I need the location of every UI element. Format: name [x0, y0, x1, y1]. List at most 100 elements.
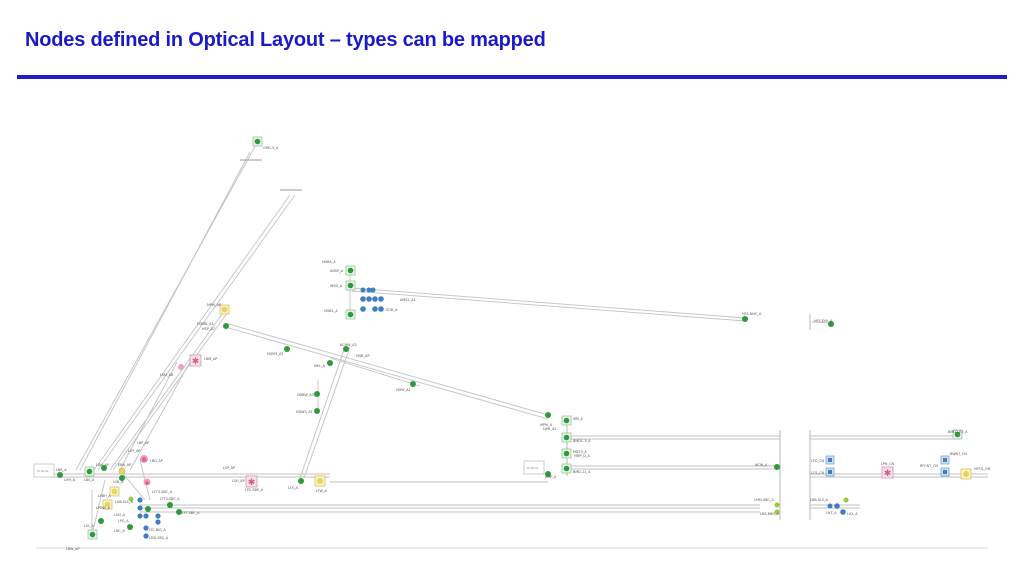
slide-title: Nodes defined in Optical Layout – types … — [25, 29, 546, 51]
amplifier-node — [143, 533, 149, 539]
node-label: LDK-SLS_A — [115, 500, 133, 504]
fiber-link — [91, 479, 106, 536]
fiber-link — [224, 322, 549, 416]
misc-labels: AMS2_A1 SDD_A HDB_AP HMP_D_A LFD_CN LCS_… — [64, 298, 991, 551]
roadm-nodes: GMC-5_A HDB4_A ADSP_A WSD_A HDB2_A HDMB_… — [56, 136, 968, 540]
roadm-node — [327, 360, 333, 366]
node-label: HDW3_A1 — [296, 410, 313, 414]
roadm-node: BMD-11_A — [561, 463, 591, 474]
fiber-link — [329, 357, 421, 387]
roadm-node: LBS_A — [84, 466, 95, 482]
svg-text:✱: ✱ — [144, 480, 149, 487]
fiber-link — [75, 142, 258, 471]
roadm-node — [167, 502, 173, 508]
lime-node — [128, 496, 134, 502]
roadm-node — [774, 464, 780, 470]
terminal-node — [102, 499, 113, 510]
amplifier-node — [143, 525, 149, 531]
amplifier-node — [825, 467, 835, 477]
site-box — [33, 463, 55, 478]
node-label: ADSP_A — [330, 269, 344, 273]
node-label: LBN_AP — [96, 463, 109, 467]
node-label: LSP_AP — [223, 466, 235, 470]
node-label: EBN_AP — [118, 463, 131, 467]
fiber-link — [299, 346, 346, 479]
amplifier-node — [834, 503, 840, 509]
amplifier-node — [137, 505, 143, 511]
fiber-link — [351, 287, 746, 319]
node-label: LDD-SBC_A — [149, 536, 169, 540]
node-label: MM_A — [573, 417, 584, 421]
amplifier-node — [372, 296, 378, 302]
roadm-node: WSD_A — [330, 280, 356, 291]
svg-text:✱: ✱ — [248, 478, 256, 488]
lime-node — [774, 502, 780, 508]
amplifier-node — [378, 306, 384, 312]
amplifier-node — [137, 513, 143, 519]
terminal-node: LTW_A — [314, 475, 328, 493]
node-label: RFCNT_CN — [920, 464, 938, 468]
node-label: LBS_A — [84, 478, 95, 482]
crossconnect-node: ✱ LBD_AP — [140, 455, 163, 464]
node-label: LWR_A1 — [543, 427, 556, 431]
roadm-node — [127, 524, 133, 530]
roadm-node — [98, 518, 104, 524]
node-label: AMP_A — [545, 475, 557, 479]
terminal-node: MPM_AP — [207, 303, 230, 315]
amplifier-node — [360, 306, 366, 312]
amplifier-node — [372, 306, 378, 312]
fiber-link — [79, 151, 251, 471]
fiber-link — [112, 311, 229, 471]
node-label: LFBH_A — [98, 494, 111, 498]
amplifier-nodes — [137, 287, 950, 539]
amplifier-node — [940, 455, 950, 465]
node-label: HDW_A1 — [396, 388, 411, 392]
crossconnect-node: LSM_AB — [160, 364, 184, 377]
svg-text:✱: ✱ — [192, 357, 200, 367]
fiber-link — [119, 361, 178, 471]
amplifier-node — [378, 296, 384, 302]
roadm-node — [314, 391, 320, 397]
fiber-link — [93, 194, 291, 471]
roadm-node — [343, 346, 349, 352]
node-label: LNT_A — [826, 511, 837, 515]
node-label: MEL_A — [314, 364, 326, 368]
site-box — [523, 460, 545, 475]
roadm-node — [119, 475, 125, 481]
roadm-node: BMD2-E5_A — [948, 429, 968, 440]
roadm-node: HDB2_A — [324, 309, 356, 320]
node-label: HDBW_A3 — [297, 393, 314, 397]
node-label: HDB2_A — [324, 309, 338, 313]
terminal-nodes: MPM_AP LTW_A — [102, 303, 972, 510]
node-label: BMD2-E5_A — [948, 430, 968, 434]
node-label: MPM_A — [540, 423, 553, 427]
amplifier-node — [143, 513, 149, 519]
amplifier-node — [370, 287, 376, 293]
amplifier-node — [137, 497, 143, 503]
node-label: LBD_AP — [150, 459, 163, 463]
title-underline — [17, 75, 1007, 79]
crossconnect-node: ✱ LPN_CN — [881, 462, 895, 479]
node-label: BMDC-5_A — [573, 439, 591, 443]
roadm-node — [284, 346, 290, 352]
node-label: NCW_A — [755, 463, 768, 467]
node-label: LBR_A — [56, 468, 67, 472]
lime-node — [774, 509, 780, 515]
roadm-node: GMC-5_A — [252, 136, 279, 150]
node-label: LTC-BIG_A — [149, 528, 166, 532]
node-label: MPM_AP — [207, 303, 221, 307]
node-label: LSL_A — [84, 524, 95, 528]
node-label: LSM_AB — [160, 373, 174, 377]
node-label: HDM3_A3 — [267, 352, 283, 356]
roadm-node: MM_A — [561, 415, 584, 426]
fiber-link — [351, 290, 746, 322]
node-label: LPG_A — [118, 519, 129, 523]
terminal-node — [118, 467, 126, 475]
amplifier-node — [366, 296, 372, 302]
roadm-node — [828, 321, 834, 327]
node-label: WSD_A — [330, 284, 343, 288]
amplifier-node — [155, 519, 161, 525]
roadm-node — [742, 316, 748, 322]
amplifier-node — [360, 287, 366, 293]
